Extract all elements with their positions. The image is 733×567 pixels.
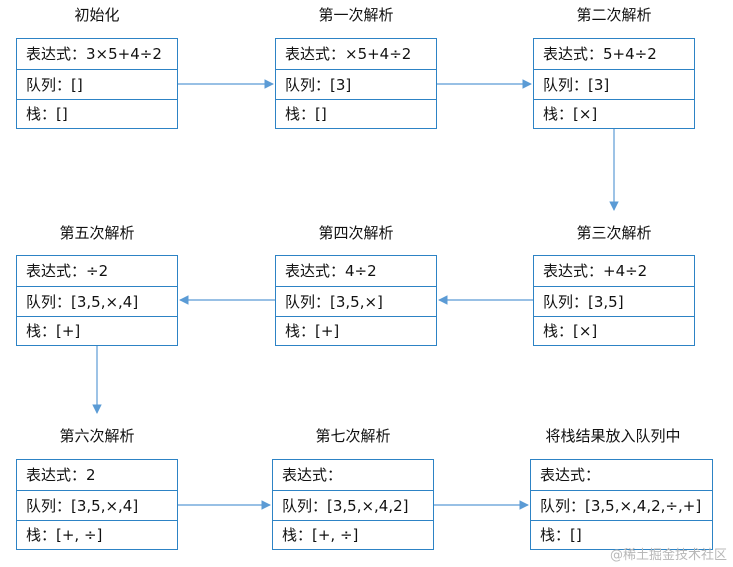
watermark: @稀土掘金技术社区 (609, 548, 727, 563)
stage-2-queue: 队列：[3] (534, 69, 694, 99)
stage-1-queue: 队列：[3] (276, 69, 436, 99)
stage-5-stack: 栈：[+] (17, 316, 177, 345)
stage-0-title: 初始化 (74, 6, 120, 24)
stage-7-stack: 栈：[+, ÷] (273, 520, 433, 549)
stage-8-expression: 表达式： (540, 466, 601, 484)
stage-7-queue: 队列：[3,5,×,4,2] (273, 490, 433, 520)
stage-6-expression: 表达式：2 (26, 466, 96, 484)
stage-2-expression: 表达式：5+4÷2 (543, 45, 657, 63)
stage-5-title: 第五次解析 (59, 224, 135, 242)
stage-7-expression: 表达式： (282, 466, 343, 484)
stage-0-stack: 栈：[] (17, 99, 177, 128)
stage-0-queue: 队列：[] (17, 69, 177, 99)
stage-8-stack: 栈：[] (531, 520, 712, 549)
stage-6-queue: 队列：[3,5,×,4] (17, 490, 177, 520)
stage-4-title: 第四次解析 (318, 224, 394, 242)
stage-6-box: 表达式：2 队列：[3,5,×,4] 栈：[+, ÷] (16, 459, 178, 550)
stage-4-expression: 表达式：4÷2 (285, 262, 377, 280)
stage-0-expression: 表达式：3×5+4÷2 (26, 45, 162, 63)
stage-8-queue: 队列：[3,5,×,4,2,÷,+] (531, 490, 712, 520)
stage-1-stack: 栈：[] (276, 99, 436, 128)
stage-8-box: 表达式： 队列：[3,5,×,4,2,÷,+] 栈：[] (530, 459, 713, 550)
stage-1-title: 第一次解析 (318, 6, 394, 24)
stage-2-title: 第二次解析 (576, 6, 652, 24)
stage-0-box: 表达式：3×5+4÷2 队列：[] 栈：[] (16, 38, 178, 129)
stage-6-title: 第六次解析 (59, 427, 135, 445)
stage-6-stack: 栈：[+, ÷] (17, 520, 177, 549)
stage-7-box: 表达式： 队列：[3,5,×,4,2] 栈：[+, ÷] (272, 459, 434, 550)
stage-7-title: 第七次解析 (315, 427, 391, 445)
stage-3-box: 表达式：+4÷2 队列：[3,5] 栈：[×] (533, 255, 695, 346)
stage-1-expression: 表达式：×5+4÷2 (285, 45, 412, 63)
stage-4-box: 表达式：4÷2 队列：[3,5,×] 栈：[+] (275, 255, 437, 346)
stage-8-title: 将栈结果放入队列中 (545, 427, 681, 445)
stage-2-box: 表达式：5+4÷2 队列：[3] 栈：[×] (533, 38, 695, 129)
stage-3-title: 第三次解析 (576, 224, 652, 242)
stage-1-box: 表达式：×5+4÷2 队列：[3] 栈：[] (275, 38, 437, 129)
stage-5-expression: 表达式：÷2 (26, 262, 109, 280)
stage-4-stack: 栈：[+] (276, 316, 436, 345)
stage-3-stack: 栈：[×] (534, 316, 694, 345)
stage-2-stack: 栈：[×] (534, 99, 694, 128)
stage-3-expression: 表达式：+4÷2 (543, 262, 648, 280)
stage-3-queue: 队列：[3,5] (534, 286, 694, 316)
stage-5-box: 表达式：÷2 队列：[3,5,×,4] 栈：[+] (16, 255, 178, 346)
stage-4-queue: 队列：[3,5,×] (276, 286, 436, 316)
stage-5-queue: 队列：[3,5,×,4] (17, 286, 177, 316)
